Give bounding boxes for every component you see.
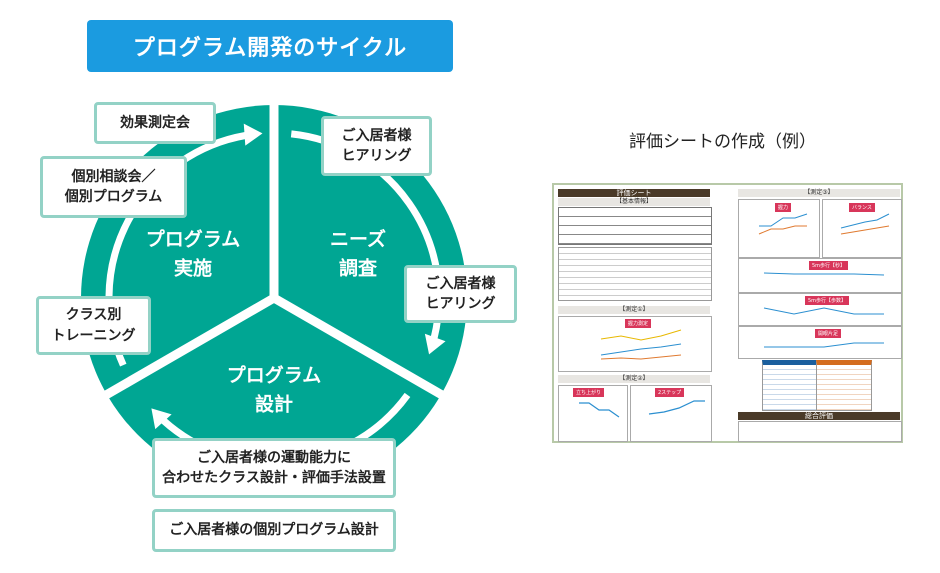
sheet-chart-standup: 立ち上がり <box>558 385 628 442</box>
sheet-chart-c: 5m歩行【秒】 <box>738 258 902 293</box>
box-individual-program-design: ご入居者様の個別プログラム設計 <box>152 509 396 552</box>
sheet-summary: 総合評価 <box>738 412 900 420</box>
chart-tag: 5m歩行【歩数】 <box>805 296 850 305</box>
sheet-measure-1: 【測定①】 <box>558 306 710 314</box>
box-effect-measurement: 効果測定会 <box>94 102 216 144</box>
sheet-chart-b: バランス <box>822 199 902 258</box>
chart-tag: 開眼片足 <box>815 329 842 338</box>
chart-tag: バランス <box>849 203 875 212</box>
chart-tag: 5m歩行【秒】 <box>809 261 849 270</box>
box-class-training: クラス別 トレーニング <box>36 296 151 355</box>
chart-tag: 立ち上がり <box>573 388 605 397</box>
box-resident-hearing-1: ご入居者様 ヒアリング <box>321 116 432 176</box>
chart-tag: 2ステップ <box>655 388 685 397</box>
diagram-title: プログラム開発のサイクル <box>87 20 453 72</box>
sector-program-design: プログラム 設計 <box>226 364 322 416</box>
sheet-chart-grip: 握力測定 <box>558 316 712 372</box>
sheet-result-table-blue <box>762 360 818 411</box>
sector-needs-survey: ニーズ 調査 <box>329 228 387 280</box>
box-class-design: ご入居者様の運動能力に 合わせたクラス設計・評価手法設置 <box>152 438 396 498</box>
sector-divider <box>101 294 277 401</box>
arrowhead-icon <box>424 333 446 355</box>
box-individual-consultation: 個別相談会／ 個別プログラム <box>40 156 187 218</box>
sheet-caption: 評価シートの作成（例） <box>629 132 816 152</box>
sheet-score-table <box>558 247 712 301</box>
sheet-result-table-orange <box>816 360 872 411</box>
sector-divider <box>271 294 447 401</box>
sheet-chart-a: 握力 <box>738 199 820 258</box>
sheet-measure-2: 【測定②】 <box>558 375 710 383</box>
sheet-basic-info: 【基本情報】 <box>558 198 710 206</box>
box-resident-hearing-2: ご入居者様 ヒアリング <box>404 265 517 323</box>
sheet-chart-d: 5m歩行【歩数】 <box>738 293 902 326</box>
chart-tag: 握力 <box>775 203 792 212</box>
chart-tag: 握力測定 <box>625 319 652 328</box>
arrowhead-icon <box>151 408 172 430</box>
sheet-title: 評価シート <box>558 189 710 197</box>
sheet-summary-box <box>738 421 902 442</box>
sheet-chart-e: 開眼片足 <box>738 326 902 359</box>
arrowhead-icon <box>243 123 263 146</box>
sheet-info-table <box>558 207 712 245</box>
sheet-measure-3: 【測定③】 <box>738 189 900 197</box>
evaluation-sheet-image: 評価シート 【基本情報】 【測定①】 握力測定 【測定②】 立ち上がり 2ステッ… <box>552 183 903 443</box>
sector-program-implementation: プログラム 実施 <box>145 228 241 280</box>
sheet-chart-2step: 2ステップ <box>630 385 712 442</box>
